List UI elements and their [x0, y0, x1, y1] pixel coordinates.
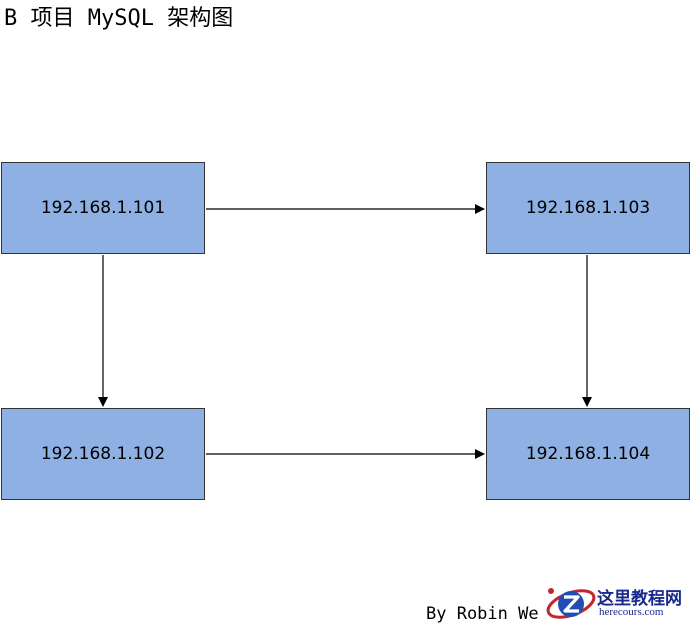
diagram-title: B 项目 MySQL 架构图	[4, 6, 234, 31]
node-192-168-1-104: 192.168.1.104	[486, 408, 690, 500]
watermark-logo-icon	[546, 588, 596, 619]
watermark-name: 这里教程网	[597, 589, 682, 609]
node-192-168-1-102: 192.168.1.102	[1, 408, 205, 500]
node-192-168-1-101: 192.168.1.101	[1, 162, 205, 254]
watermark-logo: 这里教程网 herecours.com	[543, 582, 690, 626]
node-label: 192.168.1.104	[525, 444, 651, 464]
node-label: 192.168.1.103	[525, 198, 651, 218]
watermark-domain: herecours.com	[599, 606, 664, 618]
node-label: 192.168.1.102	[40, 444, 166, 464]
node-192-168-1-103: 192.168.1.103	[486, 162, 690, 254]
author-credit: By Robin We	[426, 604, 539, 624]
node-label: 192.168.1.101	[40, 198, 166, 218]
